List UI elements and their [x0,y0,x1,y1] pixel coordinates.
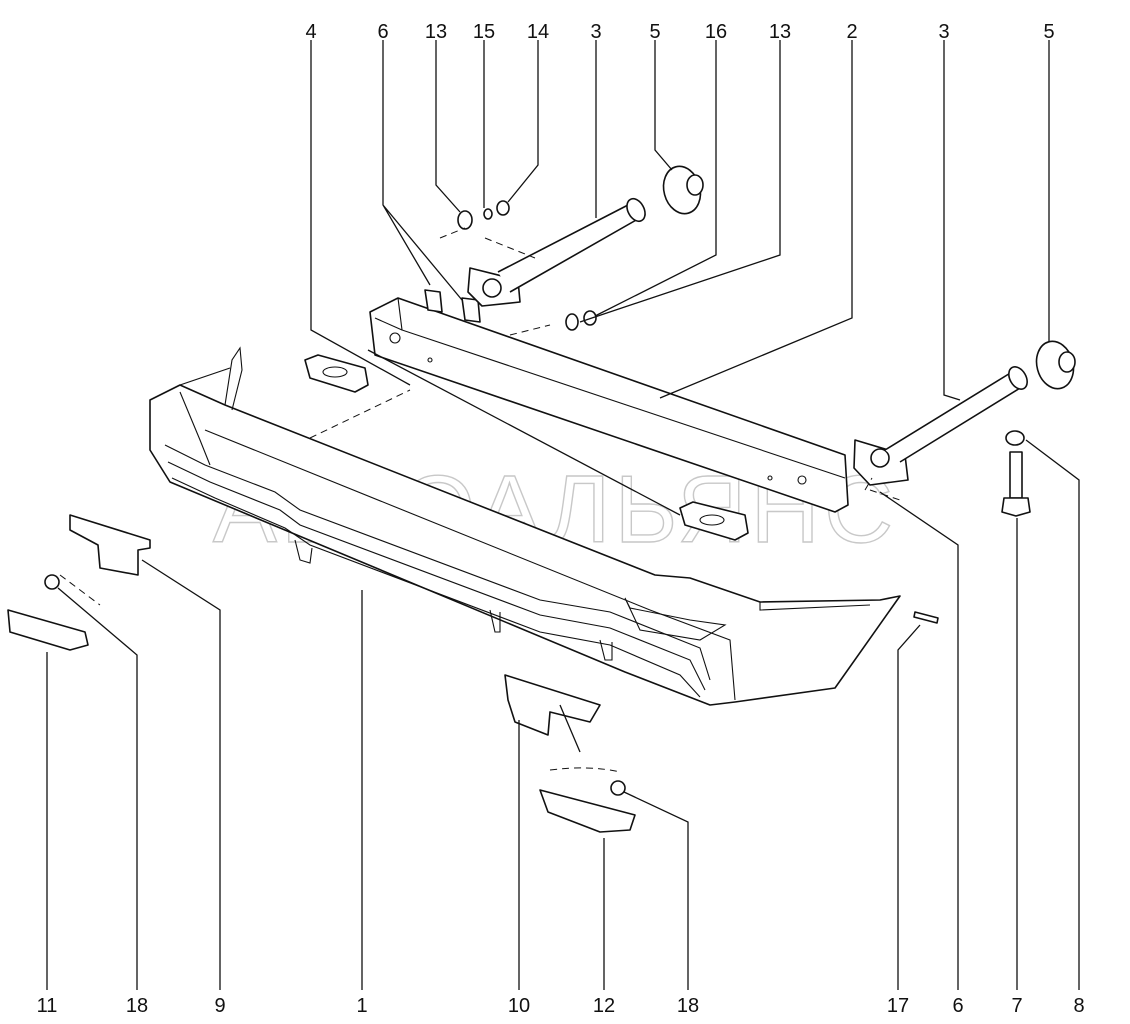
reflector-12 [539,789,636,833]
callout-17: 17 [887,995,909,1017]
callout-13-b: 13 [769,21,791,43]
callout-6-b: 6 [952,995,963,1017]
mounting-tube-right [853,366,1028,486]
washer-13-mid [565,313,579,331]
reflector-11 [7,609,89,651]
callout-4: 4 [305,21,316,43]
rubber-buffer-left [662,165,704,215]
callout-3-b: 3 [938,21,949,43]
callout-7: 7 [1011,995,1022,1017]
mounting-plate-left [304,354,369,393]
callout-8: 8 [1073,995,1084,1017]
callout-18-b: 18 [677,995,699,1017]
bracket-gasket-left [424,289,481,323]
nut-18-left [44,574,60,590]
washer-8 [1005,430,1025,446]
leader-lines-top [310,40,1050,516]
callout-12: 12 [593,995,615,1017]
nut-18-right [610,780,626,796]
mounting-plate-right [679,501,749,541]
washer-13-top [457,210,473,230]
callout-5: 5 [649,21,660,43]
callout-11: 11 [37,995,58,1017]
callout-6: 6 [377,21,388,43]
callouts-top: 4 6 13 15 14 3 5 16 13 2 3 5 [305,21,1054,43]
bolt-7 [1001,451,1031,517]
leader-lines-bottom [46,439,1080,990]
callout-10: 10 [508,995,530,1017]
clip-9 [69,514,151,576]
callout-3: 3 [590,21,601,43]
callout-1: 1 [356,995,367,1017]
callout-14: 14 [527,21,549,43]
callout-2: 2 [846,21,857,43]
nut-14 [496,200,510,216]
washer-15 [483,208,493,220]
callout-9: 9 [214,995,225,1017]
callout-16: 16 [705,21,727,43]
callout-13: 13 [425,21,447,43]
callouts-bottom: 11 18 9 1 10 12 18 17 6 7 8 [37,995,1085,1017]
rubber-buffer-right [1035,340,1076,390]
bumper-cover [149,346,901,706]
bumper-reinforcement-beam [369,297,849,513]
callout-5-b: 5 [1043,21,1054,43]
mounting-tube-left [467,197,646,307]
callout-15: 15 [473,21,495,43]
callout-18: 18 [126,995,148,1017]
clip-10 [504,674,601,736]
fastener-17 [913,611,939,624]
